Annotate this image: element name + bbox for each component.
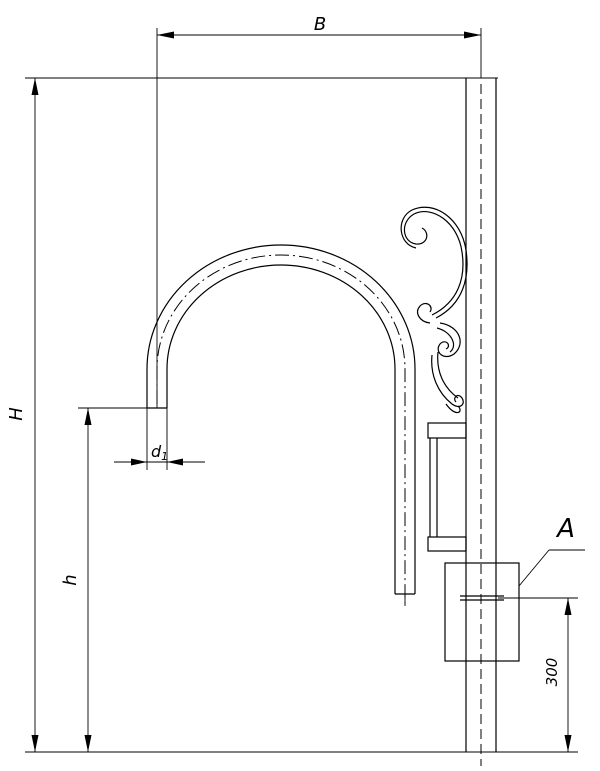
dimension-h-label: H <box>6 407 27 421</box>
pole <box>465 78 497 766</box>
upper-bracket <box>427 422 467 439</box>
detail-a-label: A <box>555 514 575 544</box>
dimension-d1: d1 <box>114 408 205 470</box>
dimension-b: B <box>157 14 481 39</box>
dimension-300: 300 <box>543 598 572 752</box>
scroll-ornament <box>400 206 468 414</box>
detail-a-clamp <box>444 549 585 662</box>
lower-bracket <box>427 536 467 552</box>
extension-lines <box>25 28 578 753</box>
arm-axis <box>156 254 406 606</box>
dimension-h: H <box>6 78 39 752</box>
dimension-lower-h-label: h <box>60 574 81 585</box>
mount-brackets <box>427 422 467 552</box>
dimension-d1-label: d1 <box>151 442 168 463</box>
dimension-b-label: B <box>314 14 326 35</box>
lamp-arm <box>146 244 416 606</box>
dimension-300-label: 300 <box>543 658 561 687</box>
dimension-lower-h: h <box>60 408 92 752</box>
dimension-d1-sub: 1 <box>161 450 168 463</box>
dimension-d1-main: d <box>151 442 162 461</box>
